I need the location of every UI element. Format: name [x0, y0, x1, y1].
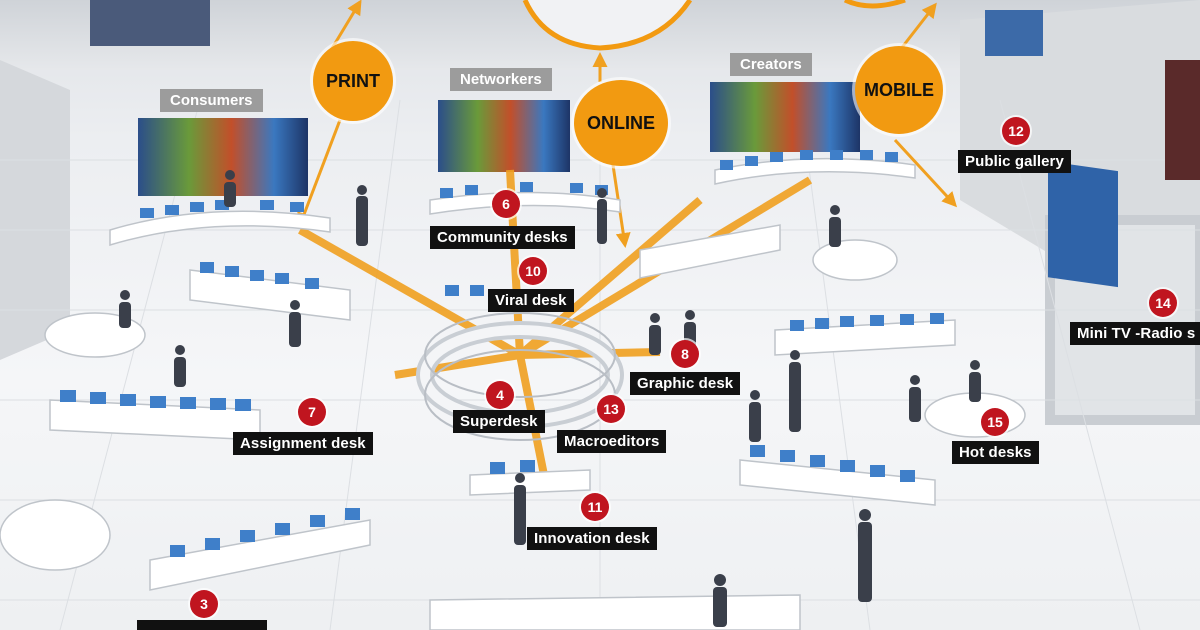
zone-marker-13: 13 [597, 395, 625, 423]
zone-marker-15: 15 [981, 408, 1009, 436]
top-display-ring [522, 0, 693, 51]
wall-screen [1048, 161, 1118, 288]
zone-marker-7: 7 [298, 398, 326, 426]
public-gallery-label: Public gallery [958, 150, 1071, 173]
left-wall [0, 60, 70, 360]
graphic-desk-label: Graphic desk [630, 372, 741, 395]
macroeditors-label: Macroeditors [557, 430, 667, 453]
wall-screen [985, 10, 1043, 56]
zone-marker-8: 8 [671, 340, 699, 368]
community-desks-label: Community desks [430, 226, 575, 249]
video-wall-creators [710, 82, 860, 152]
print-channel-bubble: PRINT [313, 41, 393, 121]
hot-desks-label: Hot desks [952, 441, 1039, 464]
creators-group-label: Creators [730, 53, 812, 76]
networkers-group-label: Networkers [450, 68, 552, 91]
people [119, 170, 981, 627]
zone-marker-3: 3 [190, 590, 218, 618]
monitors [60, 150, 944, 557]
video-wall-consumers [138, 118, 308, 196]
mini-tv-radio-label: Mini TV -Radio s [1070, 322, 1200, 345]
wall-screen [1165, 60, 1200, 180]
print-channel-label: PRINT [326, 70, 380, 91]
superdesk-label: Superdesk [453, 410, 545, 433]
video-wall-networkers [438, 100, 570, 172]
consumers-group-label: Consumers [160, 89, 263, 112]
mobile-channel-bubble: MOBILE [855, 46, 943, 134]
viral-desk-label: Viral desk [488, 289, 574, 312]
mobile-channel-label: MOBILE [864, 79, 934, 100]
online-channel-label: ONLINE [586, 112, 655, 133]
zone-marker-4: 4 [486, 381, 514, 409]
zone-marker-12: 12 [1002, 117, 1030, 145]
zone-marker-11: 11 [581, 493, 609, 521]
wall-poster [90, 0, 210, 46]
zone-marker-14: 14 [1149, 289, 1177, 317]
assignment-desk-label: Assignment desk [233, 432, 373, 455]
innovation-desk-label: Innovation desk [527, 527, 657, 550]
zone-marker-6: 6 [492, 190, 520, 218]
online-channel-bubble: ONLINE [574, 80, 668, 166]
zone-marker-10: 10 [519, 257, 547, 285]
zone-3-label [137, 620, 267, 630]
